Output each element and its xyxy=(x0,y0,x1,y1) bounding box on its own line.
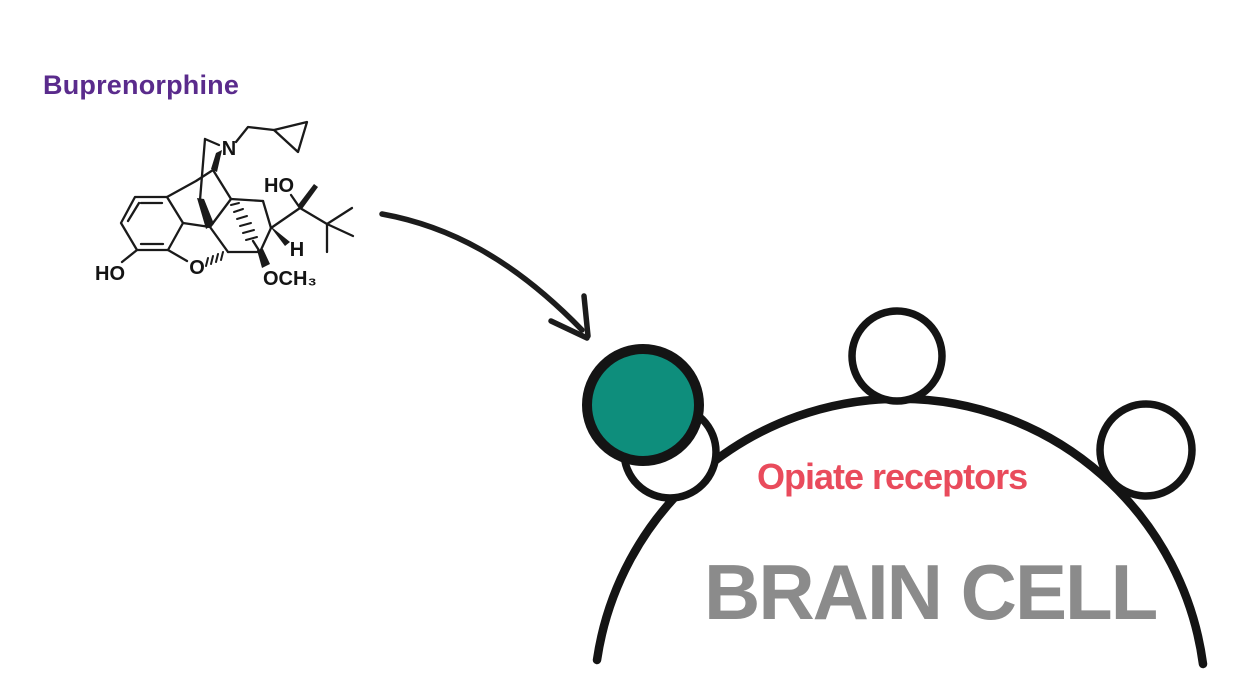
buprenorphine-structure: N HO HO O OCH₃ H xyxy=(95,120,355,290)
stereo-hash-bridge xyxy=(230,202,258,241)
wedge-c15-c13 xyxy=(197,198,214,229)
wedge-c7-h xyxy=(269,225,290,246)
atom-label-o-bridge: O xyxy=(189,257,205,279)
atom-label-h: H xyxy=(290,239,304,261)
atom-label-n: N xyxy=(222,138,236,160)
opiate-receptor-middle xyxy=(848,307,946,405)
brain-cell-label: BRAIN CELL xyxy=(704,548,1158,636)
cyclopropyl-ring xyxy=(272,120,309,154)
wedge-methoxy xyxy=(257,249,270,268)
atom-label-methoxy: OCH₃ xyxy=(263,268,317,290)
atom-label-ho-phenol: HO xyxy=(95,263,125,285)
stereo-hash-bond xyxy=(205,251,224,267)
opiate-receptor-right xyxy=(1096,400,1196,500)
atom-label-ho-top: HO xyxy=(264,175,294,197)
buprenorphine-ligand-circle xyxy=(582,344,704,466)
binding-arrow xyxy=(379,211,591,341)
wedge-methyl xyxy=(298,184,318,209)
molecule-title: Buprenorphine xyxy=(43,70,240,100)
wedge-n-c9 xyxy=(211,150,222,172)
benzene-ring xyxy=(119,195,185,252)
opiate-receptors-label: Opiate receptors xyxy=(757,456,1028,497)
